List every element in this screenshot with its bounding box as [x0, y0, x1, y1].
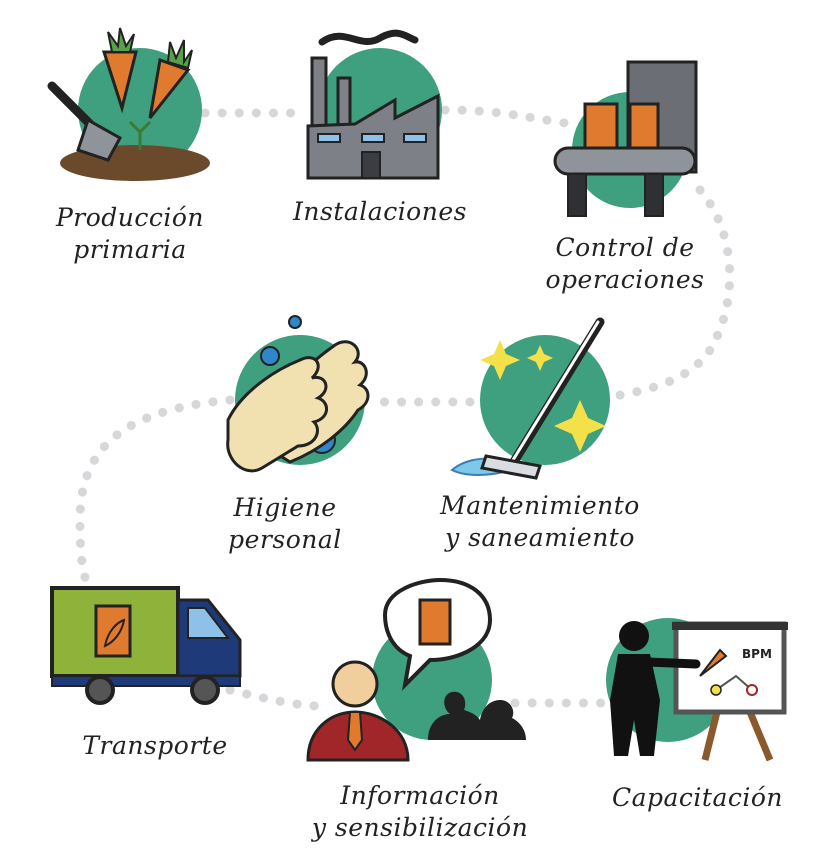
label-control: Control de operaciones [520, 232, 730, 296]
step-produccion-icon [47, 27, 210, 181]
connector-5-6 [75, 395, 235, 595]
step-instalaciones-icon [306, 29, 442, 180]
truck-window [187, 607, 231, 639]
label-mantenimiento: Mantenimiento y saneamiento [410, 490, 670, 554]
label-produccion-line-1: Producción [55, 203, 205, 232]
label-capacitacion-line-1: Capacitación [611, 783, 784, 812]
chimney-1 [310, 56, 328, 130]
presenter-arm [643, 657, 701, 669]
presenter-head [619, 621, 649, 651]
board-top-bar [672, 622, 788, 630]
connector-2-3 [440, 105, 570, 128]
shovel-blade [76, 117, 123, 162]
conveyor-leg-1 [567, 173, 587, 217]
board-carrot [699, 648, 728, 677]
label-higiene-line-2: personal [228, 525, 342, 554]
mop-head [480, 454, 542, 480]
bubble-carton [418, 598, 452, 646]
label-informacion-line-1: Información [340, 781, 500, 810]
label-higiene: Higiene personal [200, 492, 370, 556]
chimney-2 [336, 76, 352, 130]
label-mantenimiento-line-1: Mantenimiento [440, 491, 640, 520]
board-chart-dot-2 [746, 684, 758, 696]
factory-window-2 [361, 133, 385, 143]
bubble-2 [260, 346, 280, 366]
label-control-line-2: operaciones [545, 265, 705, 294]
label-higiene-line-1: Higiene [233, 493, 337, 522]
sparkle-1-icon [480, 340, 520, 380]
step-mantenimiento-icon [450, 317, 610, 480]
step-transporte-icon [50, 586, 242, 705]
hand-front [226, 356, 328, 473]
connector-6-7 [225, 685, 325, 711]
factory-window-1 [317, 133, 341, 143]
speaker-head [331, 660, 379, 708]
board-chart-line [715, 674, 753, 691]
carrot-right [148, 57, 191, 119]
factory-door [361, 151, 381, 179]
carrot-right-leaves [166, 39, 193, 70]
step-higiene-icon [226, 315, 370, 473]
label-transporte: Transporte [50, 730, 260, 762]
dotted-connectors [75, 105, 735, 711]
audience-icon [428, 691, 526, 740]
label-instalaciones-line-1: Instalaciones [293, 197, 467, 226]
carton-1 [583, 102, 619, 150]
label-informacion-line-2: y sensibilización [311, 813, 529, 842]
step-capacitacion-icon: BPM [606, 618, 788, 762]
label-instalaciones: Instalaciones [270, 196, 490, 228]
factory-window-3 [403, 133, 427, 143]
mop-handle [510, 317, 605, 465]
truck-chassis [51, 675, 241, 687]
truck-wheel-front [190, 675, 220, 705]
sprout [128, 120, 152, 150]
smoke-icon [318, 29, 419, 46]
speaker-tie [346, 711, 364, 752]
truck-carton-leaf [103, 618, 126, 648]
step-informacion-icon [306, 577, 526, 762]
label-mantenimiento-line-2: y saneamiento [445, 523, 635, 552]
step-control-icon [553, 60, 698, 217]
sparkle-3-icon [554, 400, 606, 452]
conveyor-belt [553, 146, 697, 176]
label-capacitacion: Capacitación [590, 782, 805, 814]
board-chart-dot-1 [710, 684, 722, 696]
carrot-left-leaves [107, 27, 135, 53]
connector-3-4 [610, 185, 735, 401]
label-produccion: Producción primaria [30, 202, 230, 266]
carton-2 [628, 102, 660, 150]
mop-handle-shine [511, 320, 600, 462]
conveyor-leg-2 [644, 173, 664, 217]
bubble-1 [288, 315, 302, 329]
label-control-line-1: Control de [555, 233, 695, 262]
presenter-body [610, 654, 660, 756]
label-produccion-line-2: primaria [73, 235, 187, 264]
label-transporte-line-1: Transporte [82, 731, 228, 760]
board-label: BPM [742, 647, 772, 661]
sparkle-2-icon [527, 345, 553, 371]
truck-wheel-rear [85, 675, 115, 705]
label-informacion: Información y sensibilización [290, 780, 550, 844]
truck-carton-logo [94, 604, 132, 658]
